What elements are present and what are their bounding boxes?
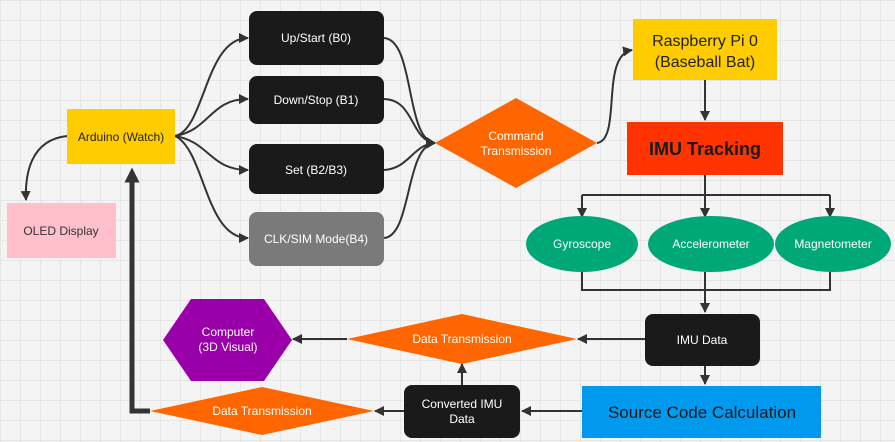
converted-imu-line2: Data [449,412,475,426]
edge-arduino-downstop [174,94,249,137]
magnetometer-label: Magnetometer [794,237,871,251]
clk-sim-node: CLK/SIM Mode(B4) [249,212,384,266]
up-start-label: Up/Start (B0) [281,31,351,45]
raspberry-pi-line1: Raspberry Pi 0 [652,33,758,50]
computer-line1: Computer [202,325,255,339]
computer-line2: (3D Visual) [198,340,257,354]
arduino-node: Arduino (Watch) [67,109,175,164]
edge-upstart-command [383,37,436,148]
edge-downstop-command [383,98,436,147]
converted-imu-line1: Converted IMU [422,397,503,411]
converted-imu-node: Converted IMU Data [404,385,520,438]
gyroscope-label: Gyroscope [553,237,611,251]
clk-sim-label: CLK/SIM Mode(B4) [264,232,368,246]
source-code-calculation-label: Source Code Calculation [608,403,796,422]
imu-data-label: IMU Data [677,333,728,347]
edge-datatx-arduino [124,167,150,414]
set-node: Set (B2/B3) [249,144,384,194]
set-label: Set (B2/B3) [285,163,347,177]
down-stop-node: Down/Stop (B1) [249,76,384,124]
edge-imutracking-sensors [582,175,830,196]
edge-command-raspberry [596,46,633,144]
up-start-node: Up/Start (B0) [249,11,384,65]
data-transmission-upper-label: Data Transmission [412,332,511,346]
computer-node: Computer (3D Visual) [163,299,292,381]
source-code-calculation-node: Source Code Calculation [582,386,821,438]
command-transmission-line2: Transmission [481,144,552,158]
command-transmission-line1: Command [488,129,543,143]
data-transmission-lower-label: Data Transmission [212,404,311,418]
edge-arduino-clksim [174,135,249,243]
oled-label: OLED Display [23,224,98,238]
accelerometer-label: Accelerometer [672,237,749,251]
edge-clksim-command [383,138,436,239]
gyroscope-node: Gyroscope [526,216,638,272]
edge-sensors-merge [581,272,831,291]
raspberry-pi-line2: (Baseball Bat) [655,54,756,71]
imu-data-node: IMU Data [645,314,760,366]
magnetometer-node: Magnetometer [775,216,891,272]
edges [20,33,835,416]
imu-tracking-label: IMU Tracking [649,139,761,159]
oled-node: OLED Display [7,203,116,258]
imu-tracking-node: IMU Tracking [627,122,783,175]
command-transmission-node: Command Transmission [435,98,597,188]
down-stop-label: Down/Stop (B1) [274,93,359,107]
data-transmission-upper-node: Data Transmission [347,314,577,364]
edge-arduino-oled [20,135,68,201]
accelerometer-node: Accelerometer [648,216,774,272]
edge-arduino-set [174,135,249,175]
arduino-label: Arduino (Watch) [78,130,164,144]
raspberry-pi-node: Raspberry Pi 0 (Baseball Bat) [633,19,777,80]
data-transmission-lower-node: Data Transmission [150,387,374,435]
edge-arduino-upstart [174,33,249,137]
